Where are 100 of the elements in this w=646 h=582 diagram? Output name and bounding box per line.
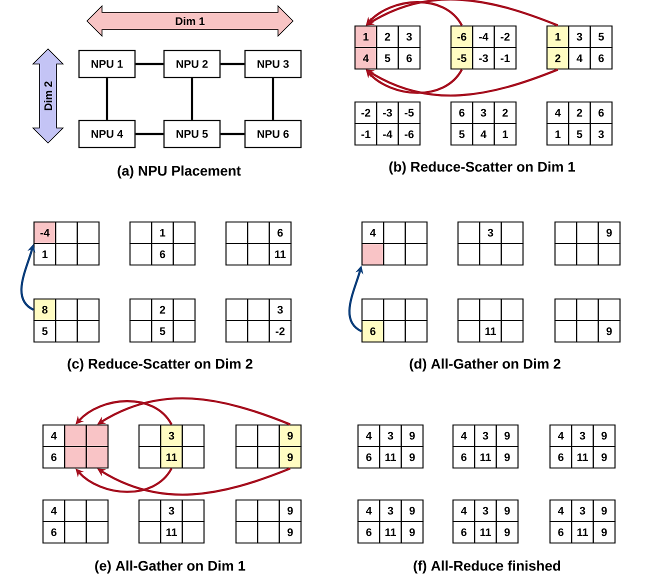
- table-cell: [500, 320, 524, 343]
- link-line: [220, 132, 244, 136]
- table-cell: 9: [496, 499, 519, 522]
- table-cell: 11: [160, 520, 183, 544]
- table-cell: [576, 320, 599, 343]
- table-cell: 6: [590, 101, 613, 124]
- table-cell: 9: [278, 499, 302, 522]
- table-cell: [55, 320, 78, 343]
- table-cell: [76, 221, 100, 244]
- npu-box: NPU 6: [244, 120, 302, 148]
- link-line: [136, 62, 164, 66]
- table-cell: 6: [452, 520, 476, 544]
- table-cell: 3: [474, 499, 497, 522]
- table-cell: 1: [33, 242, 56, 266]
- table-cell: [500, 298, 524, 322]
- table-cell: [182, 424, 205, 448]
- table-cell: [55, 242, 78, 266]
- table-cell: [76, 320, 100, 343]
- npu-box: NPU 5: [163, 120, 221, 148]
- table-cell: 4: [472, 122, 495, 146]
- caption: (b) Reduce-Scatter on Dim 1: [389, 162, 575, 174]
- table-cell: 1: [546, 122, 570, 146]
- table-cell: 11: [379, 446, 402, 469]
- table-cell: 4: [42, 499, 66, 522]
- npu-box: NPU 1: [78, 50, 136, 78]
- table-cell: 3: [398, 25, 421, 48]
- table-cell: 3: [160, 499, 183, 522]
- table-cell: [55, 221, 78, 244]
- table-cell: 11: [571, 520, 594, 544]
- link-line: [136, 132, 164, 136]
- table-cell: [247, 298, 270, 322]
- table-cell: -2: [494, 25, 517, 48]
- table-cell: [86, 446, 109, 469]
- table-cell: [64, 424, 87, 448]
- table-cell: 11: [474, 446, 497, 469]
- table-cell: [182, 520, 205, 544]
- table-cell: 9: [496, 424, 519, 448]
- table-cell: 6: [590, 46, 613, 70]
- table-cell: [172, 320, 196, 343]
- table-cell: 3: [571, 424, 594, 448]
- table-cell: [500, 242, 524, 266]
- link-line: [220, 62, 244, 66]
- table-cell: [64, 520, 87, 544]
- caption: (d) All-Gather on Dim 2: [410, 358, 560, 372]
- table-cell: [404, 320, 428, 343]
- table-cell: [479, 242, 502, 266]
- table-cell: -5: [398, 101, 421, 124]
- caption: (f) All-Reduce finished: [414, 560, 560, 574]
- table-cell: [257, 446, 280, 469]
- table-cell: [257, 520, 280, 544]
- table-cell: -4: [472, 25, 495, 48]
- table-cell: 6: [268, 221, 292, 244]
- npu-box: NPU 2: [163, 50, 221, 78]
- table-cell: [225, 298, 248, 322]
- table-cell: 6: [450, 101, 474, 124]
- table-cell: 5: [33, 320, 56, 343]
- table-cell: [138, 424, 162, 448]
- table-cell: [235, 446, 258, 469]
- table-cell: 1: [354, 25, 378, 48]
- table-cell: 3: [568, 25, 591, 48]
- table-cell: [172, 242, 196, 266]
- table-cell: [172, 221, 196, 244]
- table-cell: 9: [592, 520, 616, 544]
- table-cell: 2: [376, 25, 399, 48]
- table-cell: 2: [546, 46, 570, 70]
- table-cell: [554, 320, 578, 343]
- table-cell: 4: [549, 424, 572, 448]
- table-cell: [64, 499, 87, 522]
- table-cell: 9: [400, 446, 424, 469]
- table-cell: -6: [450, 25, 474, 48]
- table-cell: -4: [33, 221, 56, 244]
- table-cell: 9: [400, 520, 424, 544]
- table-cell: -6: [398, 122, 421, 146]
- table-cell: [129, 221, 152, 244]
- table-cell: [235, 424, 258, 448]
- table-cell: 5: [568, 122, 591, 146]
- table-cell: 4: [42, 424, 66, 448]
- table-cell: [182, 446, 205, 469]
- table-cell: [55, 298, 78, 322]
- table-cell: [247, 242, 270, 266]
- table-cell: 6: [549, 520, 572, 544]
- table-cell: [257, 424, 280, 448]
- link-line: [106, 78, 108, 120]
- table-cell: [404, 242, 428, 266]
- table-cell: 3: [590, 122, 613, 146]
- table-cell: [576, 242, 599, 266]
- table-cell: 9: [598, 320, 621, 343]
- caption: (e) All-Gather on Dim 1: [95, 560, 246, 574]
- table-cell: [182, 499, 205, 522]
- table-cell: 4: [452, 424, 476, 448]
- table-cell: [247, 221, 270, 244]
- table-cell: 5: [450, 122, 474, 146]
- table-cell: 1: [151, 221, 174, 244]
- table-cell: [225, 242, 248, 266]
- table-cell: 1: [546, 25, 570, 48]
- caption: (c) Reduce-Scatter on Dim 2: [68, 358, 252, 372]
- table-cell: 11: [474, 520, 497, 544]
- table-cell: [404, 221, 428, 244]
- table-cell: 6: [452, 446, 476, 469]
- table-cell: 1: [494, 122, 517, 146]
